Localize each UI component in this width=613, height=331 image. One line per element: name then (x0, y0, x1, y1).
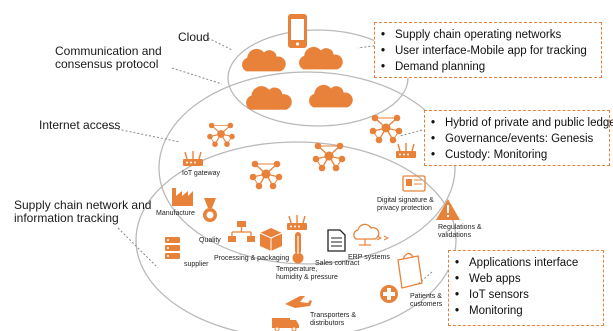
tracking-label-line: information tracking (14, 211, 119, 226)
cloud-network-icon (353, 223, 390, 246)
router-icon (182, 150, 204, 167)
ledger-info-box: Hybrid of private and public ledger Gove… (424, 110, 613, 166)
supplier-label: supplier (184, 261, 209, 268)
cloud-icon (309, 84, 353, 108)
network-node-icon (369, 114, 403, 144)
sales-contract-label: Sales contract (315, 260, 360, 267)
digital-signature-label-line: privacy protection (377, 204, 432, 212)
mobile-phone-icon (288, 14, 307, 48)
network-node-icon (206, 122, 236, 148)
communication-label-line: consensus protocol (55, 57, 159, 72)
box-item: Monitoring (455, 303, 597, 319)
box-item: Applications interface (455, 255, 597, 271)
router-icon (286, 214, 308, 231)
factory-icon (172, 188, 193, 206)
manufacture-label: Manufacture (156, 210, 195, 217)
communication-label: Communication and consensus protocol (55, 44, 162, 72)
thermometer-icon (292, 232, 304, 264)
medical-cross-icon (380, 285, 398, 303)
temperature-label: Temperature, humidity & pressure (276, 266, 338, 282)
cloud-icon (242, 48, 286, 72)
applications-info-box: Applications interface Web apps IoT sens… (448, 250, 604, 326)
internet-access-label: Internet access (39, 118, 121, 132)
flowchart-icon (228, 221, 255, 242)
box-item: IoT sensors (455, 287, 597, 303)
box-item: Custody: Monitoring (431, 147, 603, 163)
network-node-icon (312, 142, 346, 172)
regulations-label: Regulations & validations (438, 224, 482, 240)
id-card-icon (402, 175, 426, 192)
regulations-label-line: Regulations & (438, 224, 482, 231)
cloud-icon (246, 86, 292, 110)
patients-label: Patients & customers (410, 293, 442, 309)
iot-gateway-label: IoT gateway (182, 170, 221, 177)
erp-label: ERP systems (348, 254, 390, 261)
airplane-icon (285, 296, 312, 308)
transporters-label: Transporters & distributors (310, 312, 356, 328)
document-icon (327, 229, 346, 252)
server-stack-icon (165, 237, 180, 259)
box-item: Demand planning (381, 59, 595, 75)
cloud-label: Cloud (178, 30, 210, 44)
box-item: Supply chain operating networks (381, 27, 595, 43)
quality-label: Quality (199, 237, 221, 244)
patients-label-line: customers (410, 300, 443, 308)
shopping-bag-icon (397, 252, 423, 289)
processing-label: Processing & packaging (214, 255, 290, 262)
box-item: Web apps (455, 271, 597, 287)
cloud-icon (299, 46, 343, 70)
tracking-label-line: Supply chain network and (14, 198, 152, 212)
truck-icon (272, 318, 299, 331)
transporters-label-line: Transporters & (310, 312, 357, 319)
communication-label-line: Communication and (55, 44, 162, 58)
tracking-label: Supply chain network and information tra… (14, 198, 152, 226)
temperature-label-line: Temperature, (276, 266, 318, 273)
box-item: Hybrid of private and public ledger (431, 115, 613, 131)
temperature-label-line: humidity & pressure (276, 273, 338, 281)
patients-label-line: Patients & (410, 293, 442, 300)
box-item: User interface-Mobile app for tracking (381, 43, 595, 59)
regulations-label-line: validations (438, 231, 472, 239)
medal-icon (203, 198, 217, 222)
box-item: Governance/events: Genesis (431, 131, 603, 147)
warning-icon (436, 199, 460, 220)
transporters-label-line: distributors (310, 319, 345, 327)
router-icon (395, 142, 417, 159)
digital-signature-label: Digital signature & privacy protection (377, 197, 434, 213)
cloud-info-box: Supply chain operating networks User int… (374, 22, 602, 78)
network-node-icon (249, 160, 283, 190)
digital-signature-label-line: Digital signature & (377, 197, 434, 204)
package-icon (259, 228, 283, 251)
